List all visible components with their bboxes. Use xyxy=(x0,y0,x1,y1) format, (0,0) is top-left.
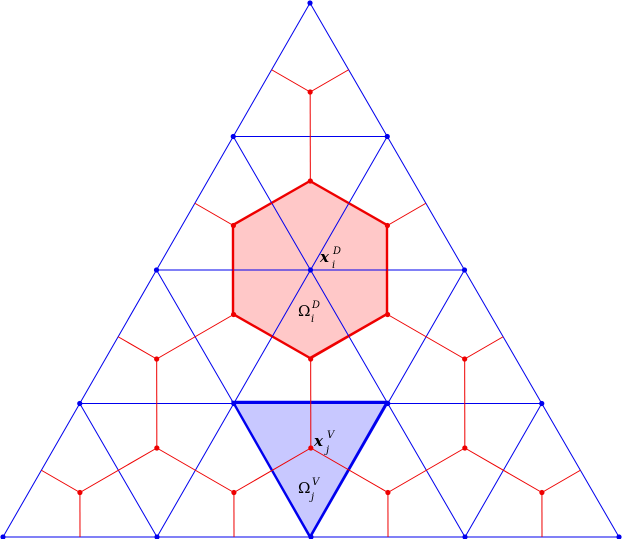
primal-vertex xyxy=(153,267,160,273)
primal-cell-omega-v xyxy=(230,400,390,539)
svg-text:i: i xyxy=(332,260,335,271)
dual-edge xyxy=(464,447,543,493)
primal-vertex xyxy=(230,133,236,140)
dual-vertex xyxy=(154,445,160,451)
dual-edge xyxy=(233,447,312,493)
primal-vertex xyxy=(308,534,314,539)
dual-edge xyxy=(387,447,466,493)
dual-vertex xyxy=(230,222,237,229)
dual-edge xyxy=(233,180,311,226)
svg-text:V: V xyxy=(327,430,336,441)
label-x-d-i: x D i xyxy=(319,246,341,271)
primal-vertex xyxy=(462,534,468,539)
svg-text:D: D xyxy=(332,246,341,257)
primal-vertex xyxy=(77,400,83,407)
dual-vertex xyxy=(384,222,391,229)
dual-edge-boundary xyxy=(387,202,427,226)
dual-edge xyxy=(310,180,388,226)
dual-mesh-edges xyxy=(41,69,581,538)
dual-vertex xyxy=(462,445,468,451)
svg-text:V: V xyxy=(312,477,321,488)
primal-vertex xyxy=(0,534,6,539)
primal-vertex xyxy=(385,400,391,407)
dual-vertex xyxy=(231,489,237,496)
dual-vertex xyxy=(308,445,314,451)
primal-vertex xyxy=(154,534,160,539)
dual-vertex xyxy=(308,356,314,362)
dual-vertex xyxy=(154,356,160,362)
dual-edge-boundary xyxy=(271,69,311,93)
dual-vertex xyxy=(539,489,545,496)
primal-vertex xyxy=(307,0,313,6)
svg-text:x: x xyxy=(313,432,324,450)
dual-vertex xyxy=(77,489,83,496)
dual-edge-boundary xyxy=(464,336,504,360)
dual-edge-boundary xyxy=(309,69,349,93)
svg-text:x: x xyxy=(319,248,330,266)
dual-mesh-vertices xyxy=(77,89,545,496)
dual-vertex xyxy=(230,311,237,318)
label-x-v-j: x V j xyxy=(313,430,336,456)
dual-edge-boundary xyxy=(41,469,81,493)
label-omega-v-j: Ω V j xyxy=(298,477,321,503)
dual-edge xyxy=(156,314,234,360)
dual-vertex xyxy=(462,356,468,362)
dual-edge-boundary xyxy=(541,469,581,493)
dual-edge xyxy=(310,447,389,493)
primal-vertex xyxy=(461,267,468,273)
dual-edge xyxy=(233,314,311,360)
svg-text:D: D xyxy=(311,300,320,311)
primal-vertex xyxy=(616,534,622,539)
dual-edge xyxy=(387,314,465,360)
svg-text:Ω: Ω xyxy=(298,479,310,497)
dual-vertex xyxy=(307,178,313,184)
primal-vertex xyxy=(384,133,390,140)
dual-edge xyxy=(156,447,235,493)
primal-vertex xyxy=(231,400,237,407)
primal-vertex xyxy=(307,267,314,273)
dual-edge xyxy=(310,314,388,360)
dual-vertex xyxy=(384,311,391,318)
dual-edge xyxy=(79,447,158,493)
svg-text:i: i xyxy=(311,314,314,325)
label-omega-d-i: Ω D i xyxy=(298,300,320,325)
svg-text:j: j xyxy=(324,445,329,456)
dual-vertex xyxy=(385,489,391,496)
svg-text:j: j xyxy=(309,492,314,503)
dual-vertex xyxy=(307,89,313,95)
primal-vertex xyxy=(539,400,545,407)
svg-text:Ω: Ω xyxy=(298,302,310,320)
dual-edge-boundary xyxy=(117,336,157,360)
dual-edge-boundary xyxy=(194,202,234,226)
